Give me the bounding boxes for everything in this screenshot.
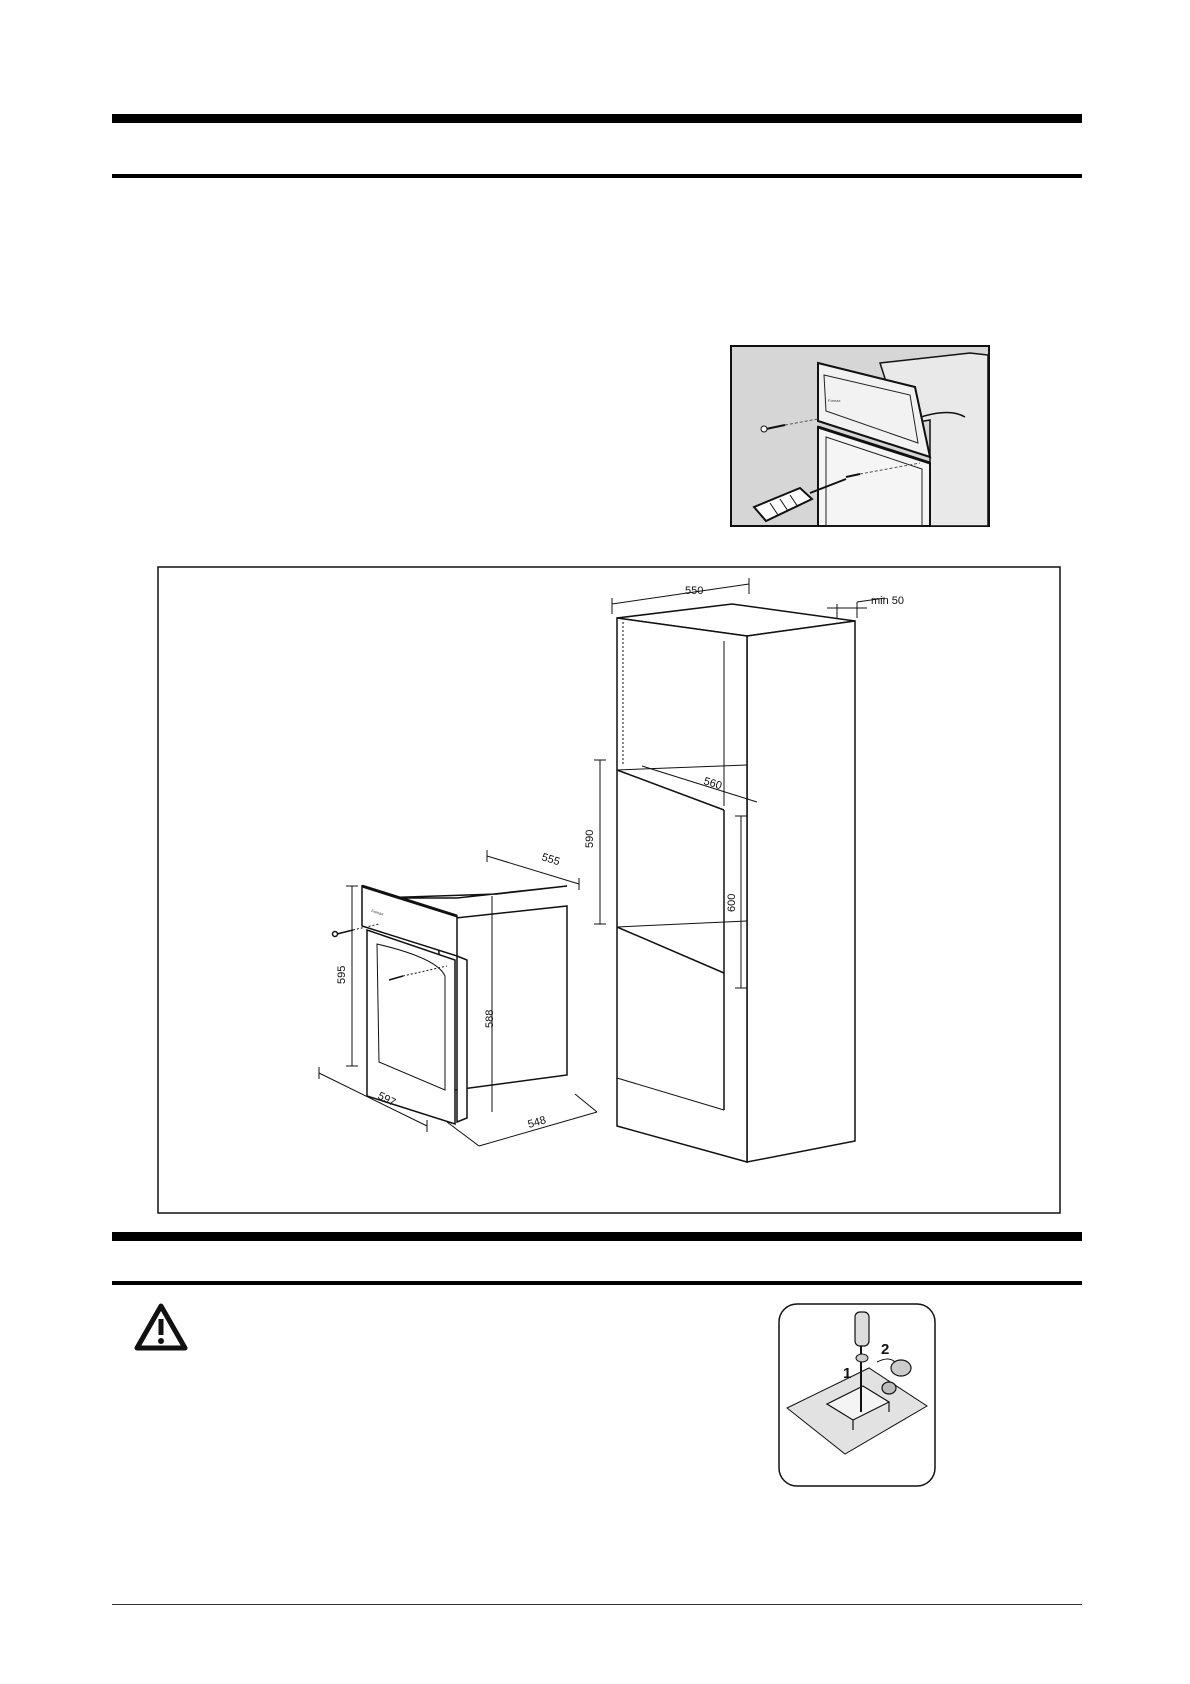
dim-588-label: 588 [484, 1010, 496, 1028]
panel-brand-label: Fornax [828, 398, 840, 403]
installation-dimensions-drawing: 550 min 50 560 590 600 Fornax [157, 566, 1061, 1214]
dim-595-label: 595 [336, 966, 348, 984]
footer-rule [112, 1604, 1082, 1605]
oven-brand-label: Fornax [371, 908, 384, 916]
section2-header-rule [112, 1281, 1082, 1285]
dim-min50-label: min 50 [871, 595, 904, 607]
step-1-label: 1 [843, 1365, 851, 1382]
step-2-label: 2 [881, 1341, 889, 1358]
housing-cabinet [616, 603, 856, 1163]
dim-600-label: 600 [726, 894, 738, 912]
dim-548-label: 548 [527, 1114, 548, 1131]
warning-icon [134, 1303, 188, 1351]
screw-fixing-illustration: Fornax [730, 345, 990, 527]
dim-555-label: 555 [540, 851, 561, 868]
section-header-rule [112, 174, 1082, 178]
levelling-foot-illustration: 1 2 [778, 1303, 936, 1487]
oven-body [361, 884, 568, 1126]
dim-590-label: 590 [584, 830, 596, 848]
section2-top-rule [112, 1232, 1082, 1241]
section-top-rule [112, 114, 1082, 123]
dim-550-label: 550 [685, 585, 703, 597]
dim-560-label: 560 [702, 775, 723, 792]
